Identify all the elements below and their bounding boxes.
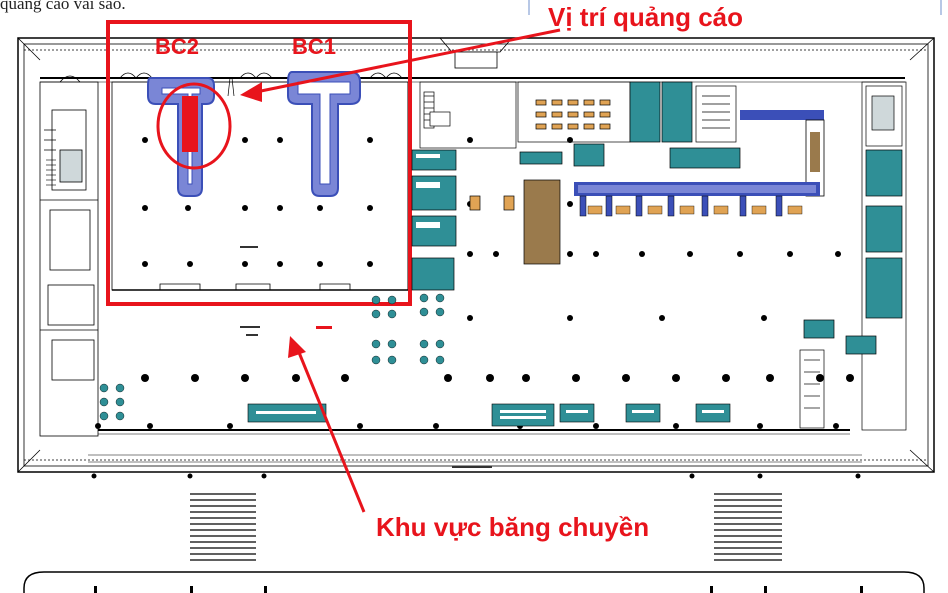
left-stair	[46, 159, 56, 186]
right-wing	[799, 81, 907, 431]
header-frame	[528, 0, 942, 15]
cafe-tables	[99, 293, 445, 421]
arrow-belt-area	[288, 336, 366, 513]
conveyor-feeders	[579, 195, 783, 217]
marker-dash	[316, 326, 332, 329]
curb-posts	[94, 586, 863, 593]
curb	[23, 571, 925, 593]
entry-steps-left	[190, 493, 256, 561]
belt-bc1	[287, 71, 361, 197]
belt-bc2-label: BC2	[155, 34, 200, 59]
belt-area-highlight	[106, 20, 412, 306]
top-caption: quảng cáo vài sáo.	[0, 0, 126, 13]
counter-text-stubs	[256, 410, 724, 419]
center-shops	[469, 81, 741, 265]
checkin-counters	[587, 205, 803, 215]
belt-area-label: Khu vực băng chuyền	[376, 512, 650, 542]
hall-doors	[119, 72, 403, 97]
right-stairs	[695, 85, 903, 147]
ad-highlight-ellipse	[156, 82, 232, 170]
left-wing	[39, 75, 99, 437]
arrow-ad-position	[240, 28, 561, 102]
ad-panel	[182, 96, 198, 152]
entry-steps-right	[714, 493, 782, 561]
right-conveyor	[574, 110, 825, 197]
middle-room-labels	[416, 154, 440, 228]
belt-bc1-label: BC1	[292, 34, 337, 59]
ad-position-label: Vị trí quảng cáo	[548, 2, 744, 32]
columns	[91, 137, 861, 479]
hall-text-stubs	[240, 246, 492, 468]
top-entrance	[439, 37, 513, 69]
baggage-hall	[111, 81, 411, 291]
hall-walls	[88, 429, 862, 463]
